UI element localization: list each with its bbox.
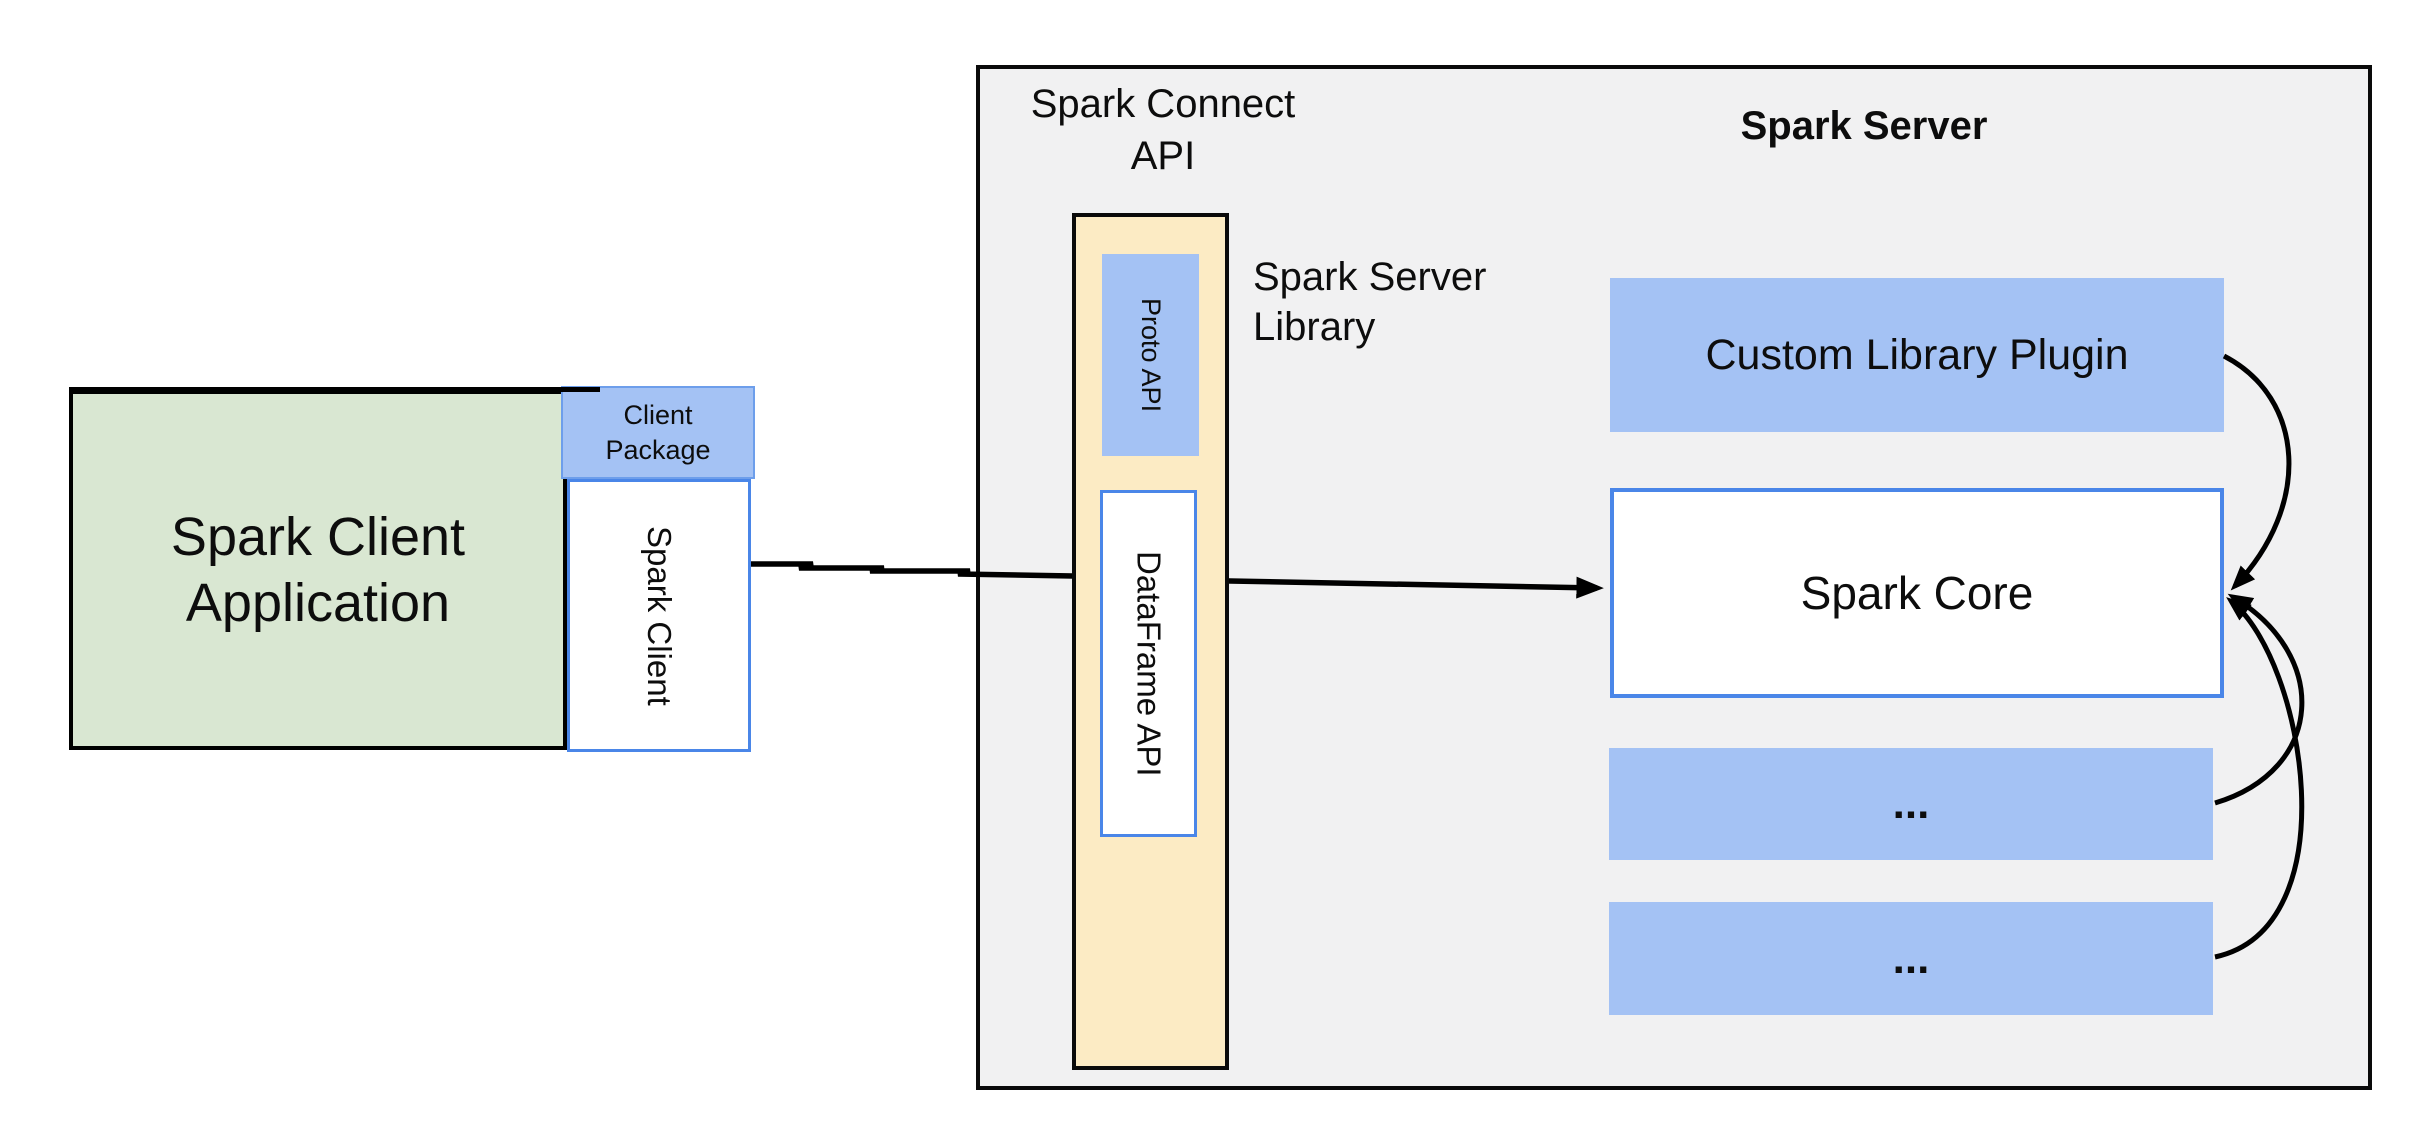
server-module-box-1: ... bbox=[1609, 748, 2213, 860]
client-package-label-line1: Client bbox=[623, 399, 693, 430]
custom-library-plugin-label: Custom Library Plugin bbox=[1705, 330, 2129, 379]
spark-client-application-label-line1: Spark Client bbox=[170, 507, 466, 567]
server-module-1-label: ... bbox=[1892, 779, 1930, 828]
spark-server-library-label-line1: Spark Server bbox=[1253, 255, 1487, 299]
server-module-2-label: ... bbox=[1892, 933, 1930, 983]
custom-library-plugin-box: Custom Library Plugin bbox=[1610, 278, 2224, 432]
proto-api-box: Proto API bbox=[1102, 254, 1199, 456]
spark-connect-api-label-line1: Spark Connect bbox=[1030, 82, 1296, 126]
spark-core-label: Spark Core bbox=[1800, 567, 2034, 619]
spark-connect-api-label: Spark Connect API bbox=[963, 78, 1363, 182]
spark-core-box: Spark Core bbox=[1610, 488, 2224, 698]
dataframe-api-label: DataFrame API bbox=[1130, 550, 1168, 777]
client-package-box: Client Package bbox=[561, 386, 755, 479]
spark-client-application-label-line2: Application bbox=[185, 573, 451, 633]
server-module-box-2: ... bbox=[1609, 902, 2213, 1015]
spark-server-library-label: Spark Server Library bbox=[1253, 252, 1573, 352]
dataframe-api-box: DataFrame API bbox=[1100, 490, 1197, 837]
spark-server-title: Spark Server bbox=[1740, 104, 1988, 148]
spark-client-application-box: Spark Client Application bbox=[69, 390, 567, 750]
client-box-top-border-line bbox=[69, 387, 600, 392]
proto-api-label: Proto API bbox=[1136, 297, 1166, 413]
client-package-label-line2: Package bbox=[605, 434, 711, 465]
spark-client-box: Spark Client bbox=[567, 479, 751, 752]
spark-client-label: Spark Client bbox=[641, 525, 678, 706]
spark-connect-api-label-line2: API bbox=[1130, 134, 1196, 178]
spark-server-library-label-line2: Library bbox=[1253, 305, 1376, 349]
